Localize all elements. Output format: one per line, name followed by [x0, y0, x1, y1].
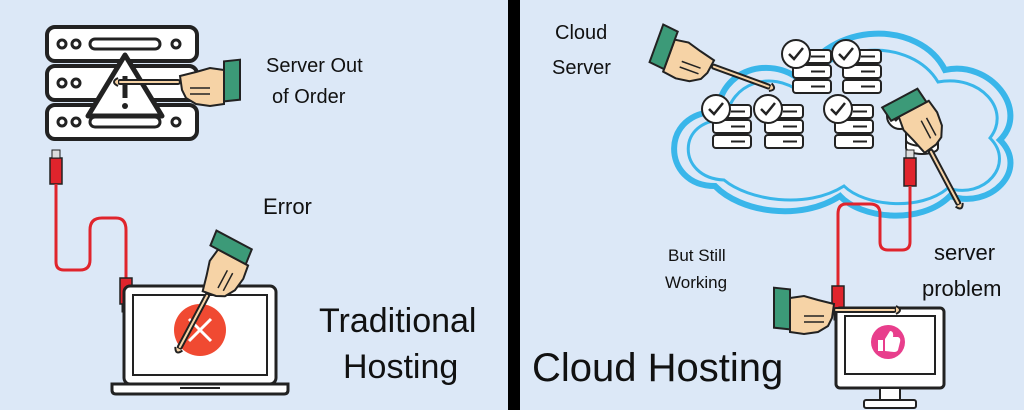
network-cable [49, 149, 133, 313]
server-out-of-order-label-line2: of Order [272, 86, 346, 108]
thumbs-up-icon [871, 325, 905, 359]
cloud-server-label-line2: Server [552, 57, 611, 79]
traditional-hosting-title-line1: Traditional [319, 302, 477, 340]
cloud-hosting-title: Cloud Hosting [532, 346, 784, 390]
panel-divider [508, 0, 520, 410]
server-problem-label-line2: problem [922, 276, 1002, 301]
but-still-working-label-line2: Working [665, 273, 728, 292]
traditional-hosting-title-line2: Hosting [343, 348, 459, 386]
but-still-working-label-line1: But Still [668, 246, 726, 265]
error-label: Error [263, 194, 312, 219]
server-out-of-order-label-line1: Server Out [266, 55, 363, 77]
cloud-server-label-line1: Cloud [555, 22, 608, 44]
server-problem-label-line1: server [934, 240, 996, 265]
